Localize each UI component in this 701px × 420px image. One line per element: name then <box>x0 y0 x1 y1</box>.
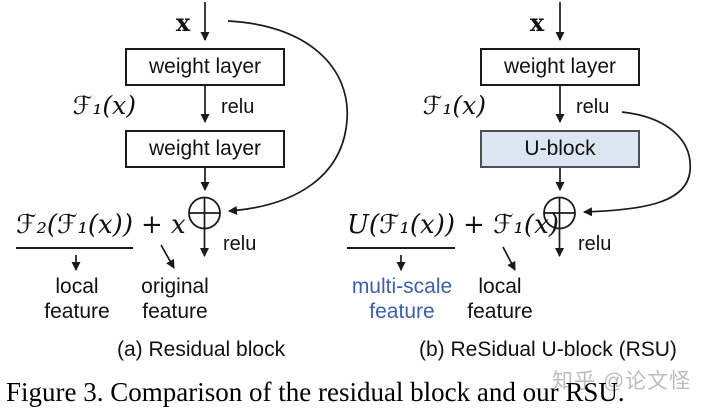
subcaption-a: (a) Residual block <box>117 338 286 361</box>
relu-label-top-b: relu <box>576 96 610 118</box>
multiscale-feature-label: multi-scale feature <box>351 275 453 323</box>
f1x-label-b: ℱ₁(x) <box>422 91 486 120</box>
input-x-label-a: x <box>175 8 191 37</box>
subcaption-b: (b) ReSidual U-block (RSU) <box>419 338 677 361</box>
weight-layer-label: weight layer <box>148 55 262 78</box>
weight-layer-label: weight layer <box>148 137 262 160</box>
local-feature-arrow <box>502 246 516 271</box>
formula-rest-b: + ℱ₁(x) <box>463 210 559 240</box>
skip-connection-curve <box>583 111 691 217</box>
formula-underlined-b: U(ℱ₁(x)) <box>347 212 456 249</box>
local-feature-label-a: local feature <box>44 275 110 323</box>
input-x-label-b: x <box>529 8 545 37</box>
formula-rest-a: + x <box>140 210 186 240</box>
output-formula-a: ℱ₂(ℱ₁(x)) + x <box>16 212 186 249</box>
zhihu-watermark: 知乎 @论文怪 <box>552 370 692 393</box>
local-feature-label-b: local feature <box>467 275 533 323</box>
original-feature-label-a: original feature <box>141 275 209 323</box>
plus-sign <box>544 198 575 228</box>
rsu-block-arrows <box>396 2 691 271</box>
weight-layer-box-2a: weight layer <box>125 130 285 168</box>
figure-caption: Figure 3. Comparison of the residual blo… <box>6 377 625 407</box>
weight-layer-box-1a: weight layer <box>125 48 285 86</box>
f1x-label-a: ℱ₁(x) <box>72 91 136 120</box>
plus-sign <box>189 198 220 228</box>
weight-layer-box-1b: weight layer <box>480 48 640 86</box>
u-block-label: U-block <box>524 137 596 160</box>
weight-layer-label: weight layer <box>503 55 617 78</box>
u-block-box: U-block <box>480 130 640 168</box>
relu-label-bottom-b: relu <box>578 233 612 255</box>
residual-block-arrows <box>71 2 348 271</box>
relu-label-bottom-a: relu <box>223 233 257 255</box>
skip-connection-curve <box>227 20 348 215</box>
output-formula-b: U(ℱ₁(x)) + ℱ₁(x) <box>347 212 559 249</box>
original-feature-arrow <box>160 244 175 269</box>
relu-label-top-a: relu <box>221 96 255 118</box>
formula-underlined-a: ℱ₂(ℱ₁(x)) <box>16 212 133 249</box>
